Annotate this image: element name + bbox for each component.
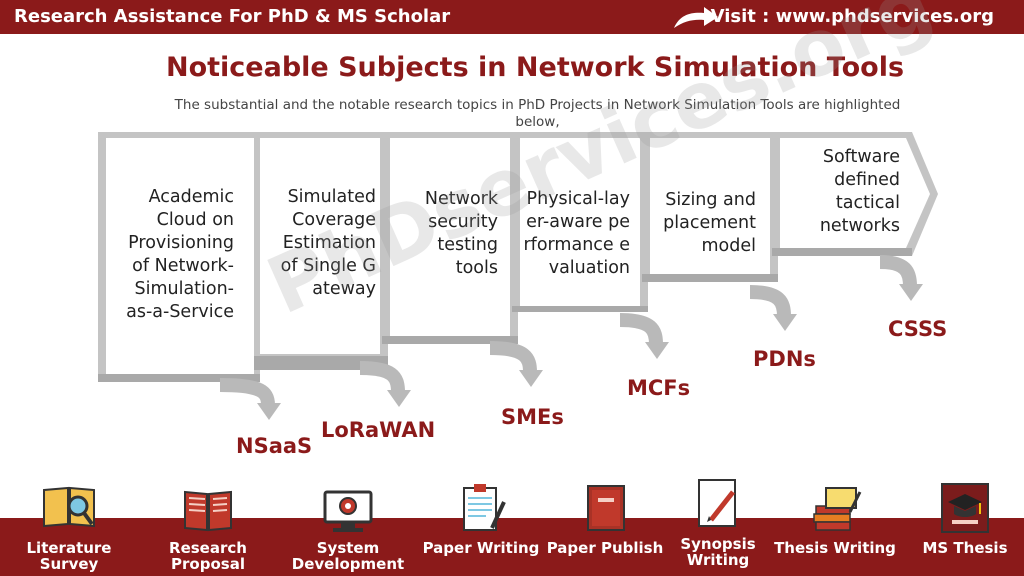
step-2-text: Simulated Coverage Estimation of Single …	[280, 187, 376, 299]
service-ms-thesis[interactable]: MS Thesis	[900, 482, 1024, 556]
curve-arrow-3	[489, 341, 537, 373]
book-icon	[184, 490, 232, 532]
service-thesis-writing[interactable]: Thesis Writing	[770, 482, 900, 556]
curve-arrow-5	[749, 285, 791, 317]
arrowhead-1	[257, 403, 281, 420]
service-literature-survey[interactable]: Literature Survey	[4, 482, 134, 572]
service-label: System Development	[291, 539, 405, 573]
step-1-abbr: NSaaS	[236, 434, 313, 458]
service-paper-writing[interactable]: Paper Writing	[416, 482, 546, 556]
step-5-abbr: PDNs	[753, 347, 816, 371]
computer-icon	[323, 490, 373, 532]
service-label: Thesis Writing	[774, 539, 896, 557]
step-6-text: Software defined tactical networks	[819, 147, 900, 236]
step-3-abbr: SMEs	[501, 405, 564, 429]
page-title: Noticeable Subjects in Network Simulatio…	[165, 52, 905, 83]
journal-icon	[587, 485, 625, 531]
curve-arrow-1	[219, 378, 275, 406]
step-4-abbr: MCFs	[627, 376, 691, 400]
arrowhead-4	[645, 342, 669, 359]
brand-text: Research Assistance For PhD & MS Scholar	[14, 6, 451, 27]
arrowhead-6	[899, 284, 923, 301]
arrowhead-2	[387, 390, 411, 407]
visit-link[interactable]: Visit : www.phdservices.org	[710, 6, 994, 27]
curved-arrow-icon	[674, 7, 718, 28]
arrowhead-3	[519, 370, 543, 387]
services-bar	[0, 518, 1024, 576]
paper-pen-icon	[698, 479, 736, 527]
literature-search-icon	[43, 486, 95, 528]
step-4-text: Physical-layer-aware performance evaluat…	[523, 189, 630, 278]
service-label: MS Thesis	[922, 539, 1008, 557]
step-2-abbr: LoRaWAN	[321, 418, 436, 442]
service-synopsis-writing[interactable]: Synopsis Writing	[653, 478, 783, 568]
service-label: Paper Writing	[422, 539, 540, 557]
step-3-text: Network security testing tools	[424, 189, 498, 278]
header-bar	[0, 0, 1024, 34]
arrowhead-5	[773, 314, 797, 331]
service-label: Research Proposal	[169, 539, 247, 573]
clipboard-pen-icon	[463, 484, 506, 531]
step-5-text: Sizing and placement model	[663, 190, 756, 256]
step-6-abbr: CSSS	[888, 317, 948, 341]
service-label: Paper Publish	[546, 539, 664, 557]
service-system-development[interactable]: System Development	[283, 482, 413, 572]
curve-arrow-4	[619, 313, 663, 345]
service-label: Literature Survey	[26, 539, 112, 573]
service-paper-publish[interactable]: Paper Publish	[540, 482, 670, 556]
service-research-proposal[interactable]: Research Proposal	[143, 482, 273, 572]
graduation-cap-icon	[941, 483, 989, 533]
scroll-icon	[813, 487, 862, 531]
curve-arrow-2	[359, 361, 405, 393]
step-1-text: Academic Cloud on Provisioning of Networ…	[126, 187, 234, 322]
curve-arrow-6	[879, 255, 917, 287]
service-label: Synopsis Writing	[680, 535, 756, 569]
page-subtitle: The substantial and the notable research…	[174, 97, 901, 130]
